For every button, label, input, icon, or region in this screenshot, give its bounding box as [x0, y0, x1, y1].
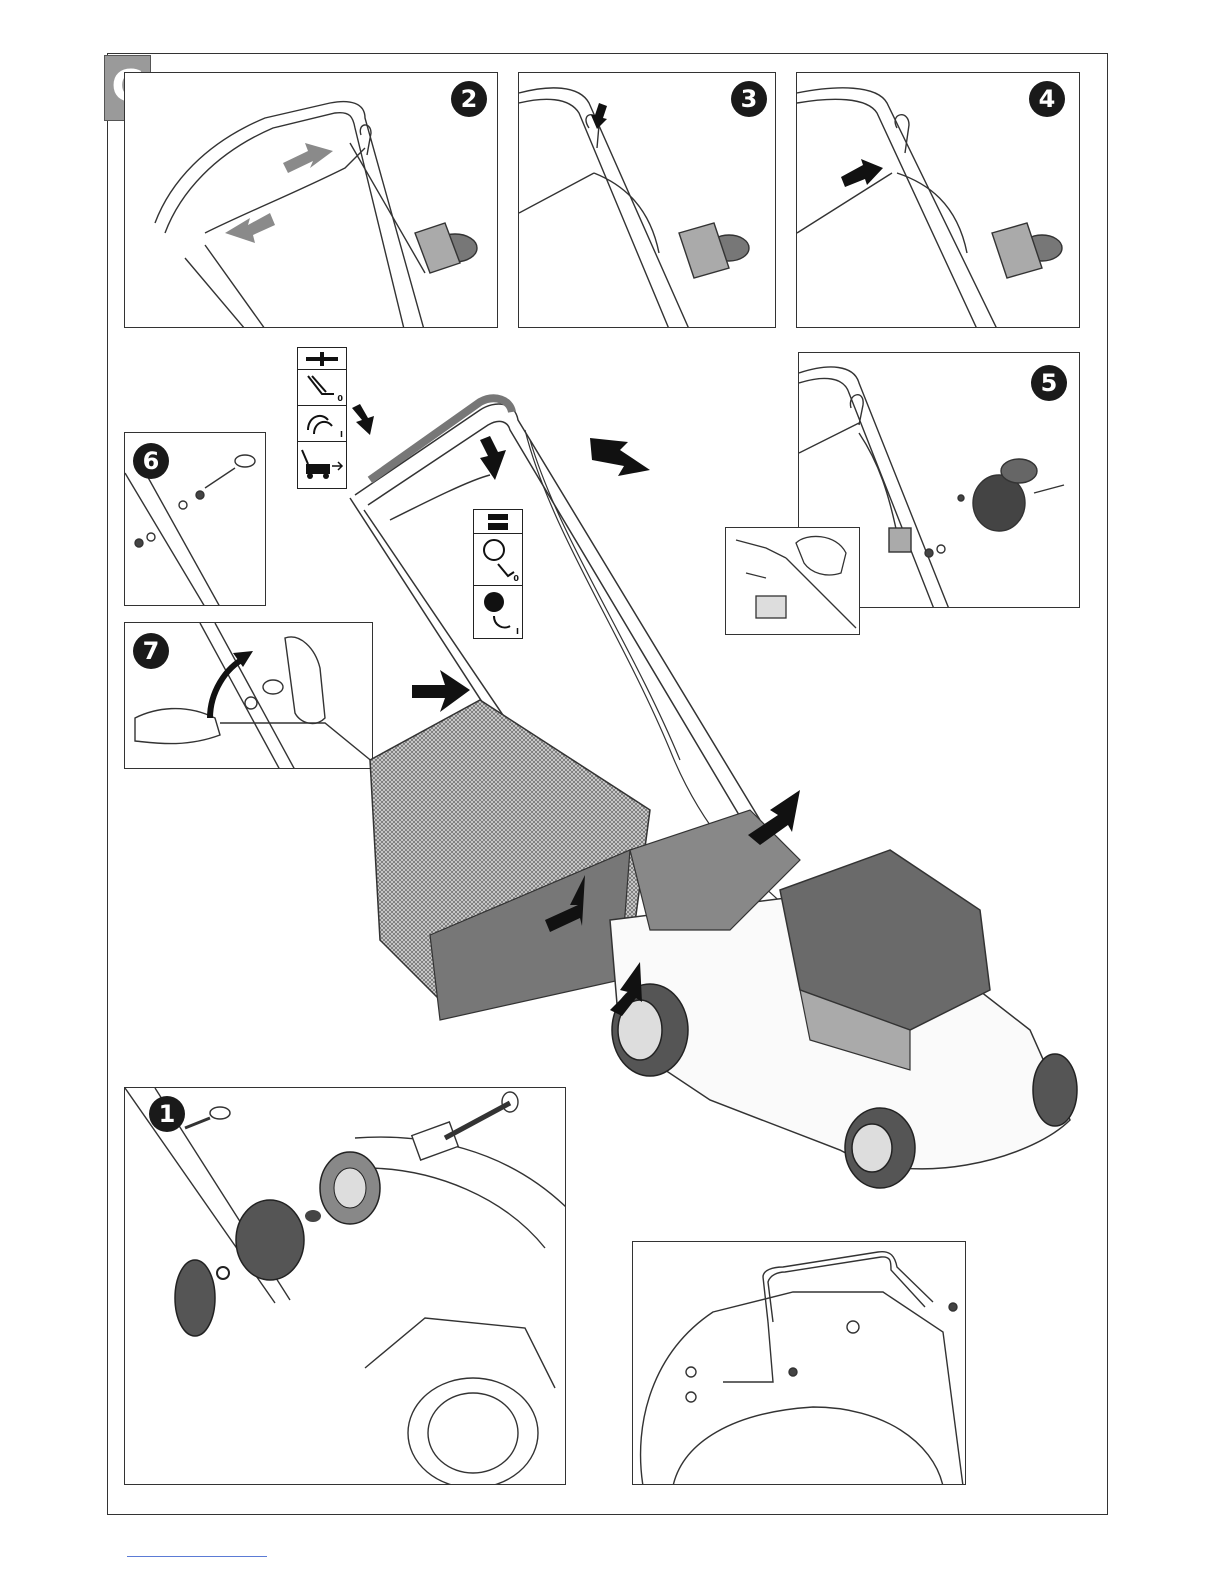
panel-step-2: 2: [124, 72, 498, 328]
step-1-badge: 1: [149, 1096, 185, 1132]
step-2-badge: 2: [451, 81, 487, 117]
panel-step-3: 3: [518, 72, 776, 328]
grass-box-frame-illustration: [633, 1242, 966, 1485]
handle-fold-illustration: [125, 73, 498, 328]
panel-grass-box-frame: [632, 1241, 966, 1485]
handle-mount-exploded-illustration: [125, 1088, 566, 1485]
panel-step-4: 4: [796, 72, 1080, 328]
footer-link-underline: [127, 1556, 267, 1557]
panel-step-1: 1: [124, 1087, 566, 1485]
step-4-badge: 4: [1029, 81, 1065, 117]
step-3-badge: 3: [731, 81, 767, 117]
